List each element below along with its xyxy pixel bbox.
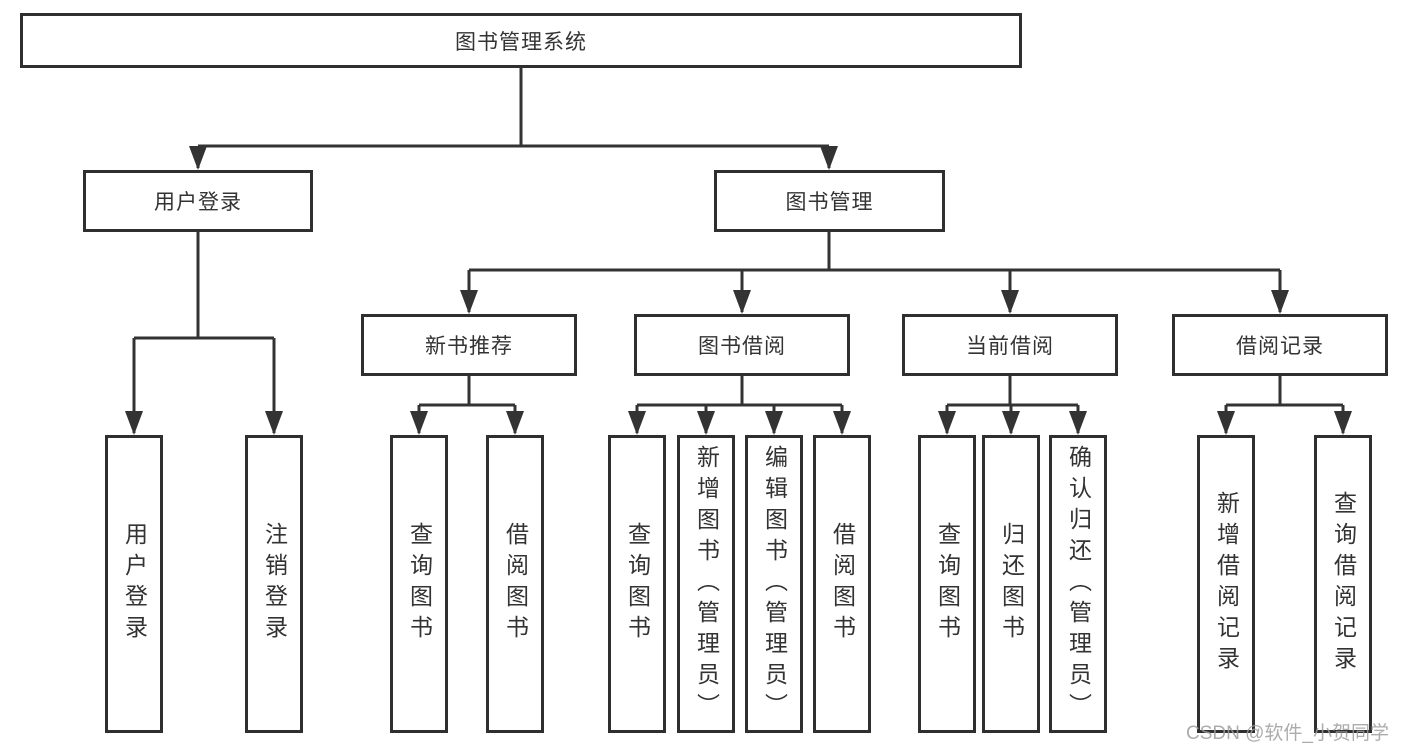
node-label: 新增图书（管理员） [693, 444, 720, 724]
connector-lines [132, 68, 1345, 433]
leaf-confirm-return-admin: 确认归还（管理员） [1049, 435, 1107, 733]
node-current-borrowing: 当前借阅 [902, 314, 1118, 376]
node-borrowing-records: 借阅记录 [1172, 314, 1388, 376]
node-book-management: 图书管理 [714, 170, 945, 232]
leaf-return-books: 归还图书 [982, 435, 1040, 733]
node-label: 借阅图书 [829, 522, 856, 646]
node-label: 查询图书 [934, 522, 961, 646]
arrowhead-triangles [125, 146, 1352, 435]
node-label: 注销登录 [261, 522, 288, 646]
leaf-query-books: 查询图书 [608, 435, 666, 733]
node-book-borrowing: 图书借阅 [634, 314, 850, 376]
node-label: 查询图书 [624, 522, 651, 646]
leaf-query-borrow-record: 查询借阅记录 [1314, 435, 1372, 733]
node-label: 查询借阅记录 [1330, 491, 1357, 677]
leaf-user-login: 用户登录 [105, 435, 163, 733]
leaf-borrow-books: 借阅图书 [813, 435, 871, 733]
csdn-watermark: CSDN @软件_小贺同学 [1186, 723, 1389, 744]
leaf-query-books: 查询图书 [918, 435, 976, 733]
node-label: 编辑图书（管理员） [761, 444, 788, 724]
node-label: 新书推荐 [425, 335, 513, 358]
node-label: 归还图书 [998, 522, 1025, 646]
node-label: 图书借阅 [698, 335, 786, 358]
node-label: 查询图书 [406, 522, 433, 646]
node-label: 用户登录 [154, 191, 242, 214]
node-library-system: 图书管理系统 [20, 13, 1022, 68]
leaf-query-books: 查询图书 [390, 435, 448, 733]
leaf-logout: 注销登录 [245, 435, 303, 733]
leaf-add-borrow-record: 新增借阅记录 [1197, 435, 1255, 733]
node-label: 借阅记录 [1236, 335, 1324, 358]
node-label: 用户登录 [121, 522, 148, 646]
node-label: 图书管理 [785, 191, 874, 214]
leaf-add-books-admin: 新增图书（管理员） [677, 435, 735, 733]
node-label: 图书管理系统 [455, 30, 587, 54]
node-label: 确认归还（管理员） [1065, 444, 1092, 724]
node-user-login: 用户登录 [83, 170, 313, 232]
node-label: 当前借阅 [966, 335, 1054, 358]
node-label: 借阅图书 [502, 522, 529, 646]
leaf-borrow-books: 借阅图书 [486, 435, 544, 733]
leaf-edit-books-admin: 编辑图书（管理员） [745, 435, 803, 733]
node-label: 新增借阅记录 [1213, 491, 1240, 677]
node-new-book-recommend: 新书推荐 [361, 314, 577, 376]
